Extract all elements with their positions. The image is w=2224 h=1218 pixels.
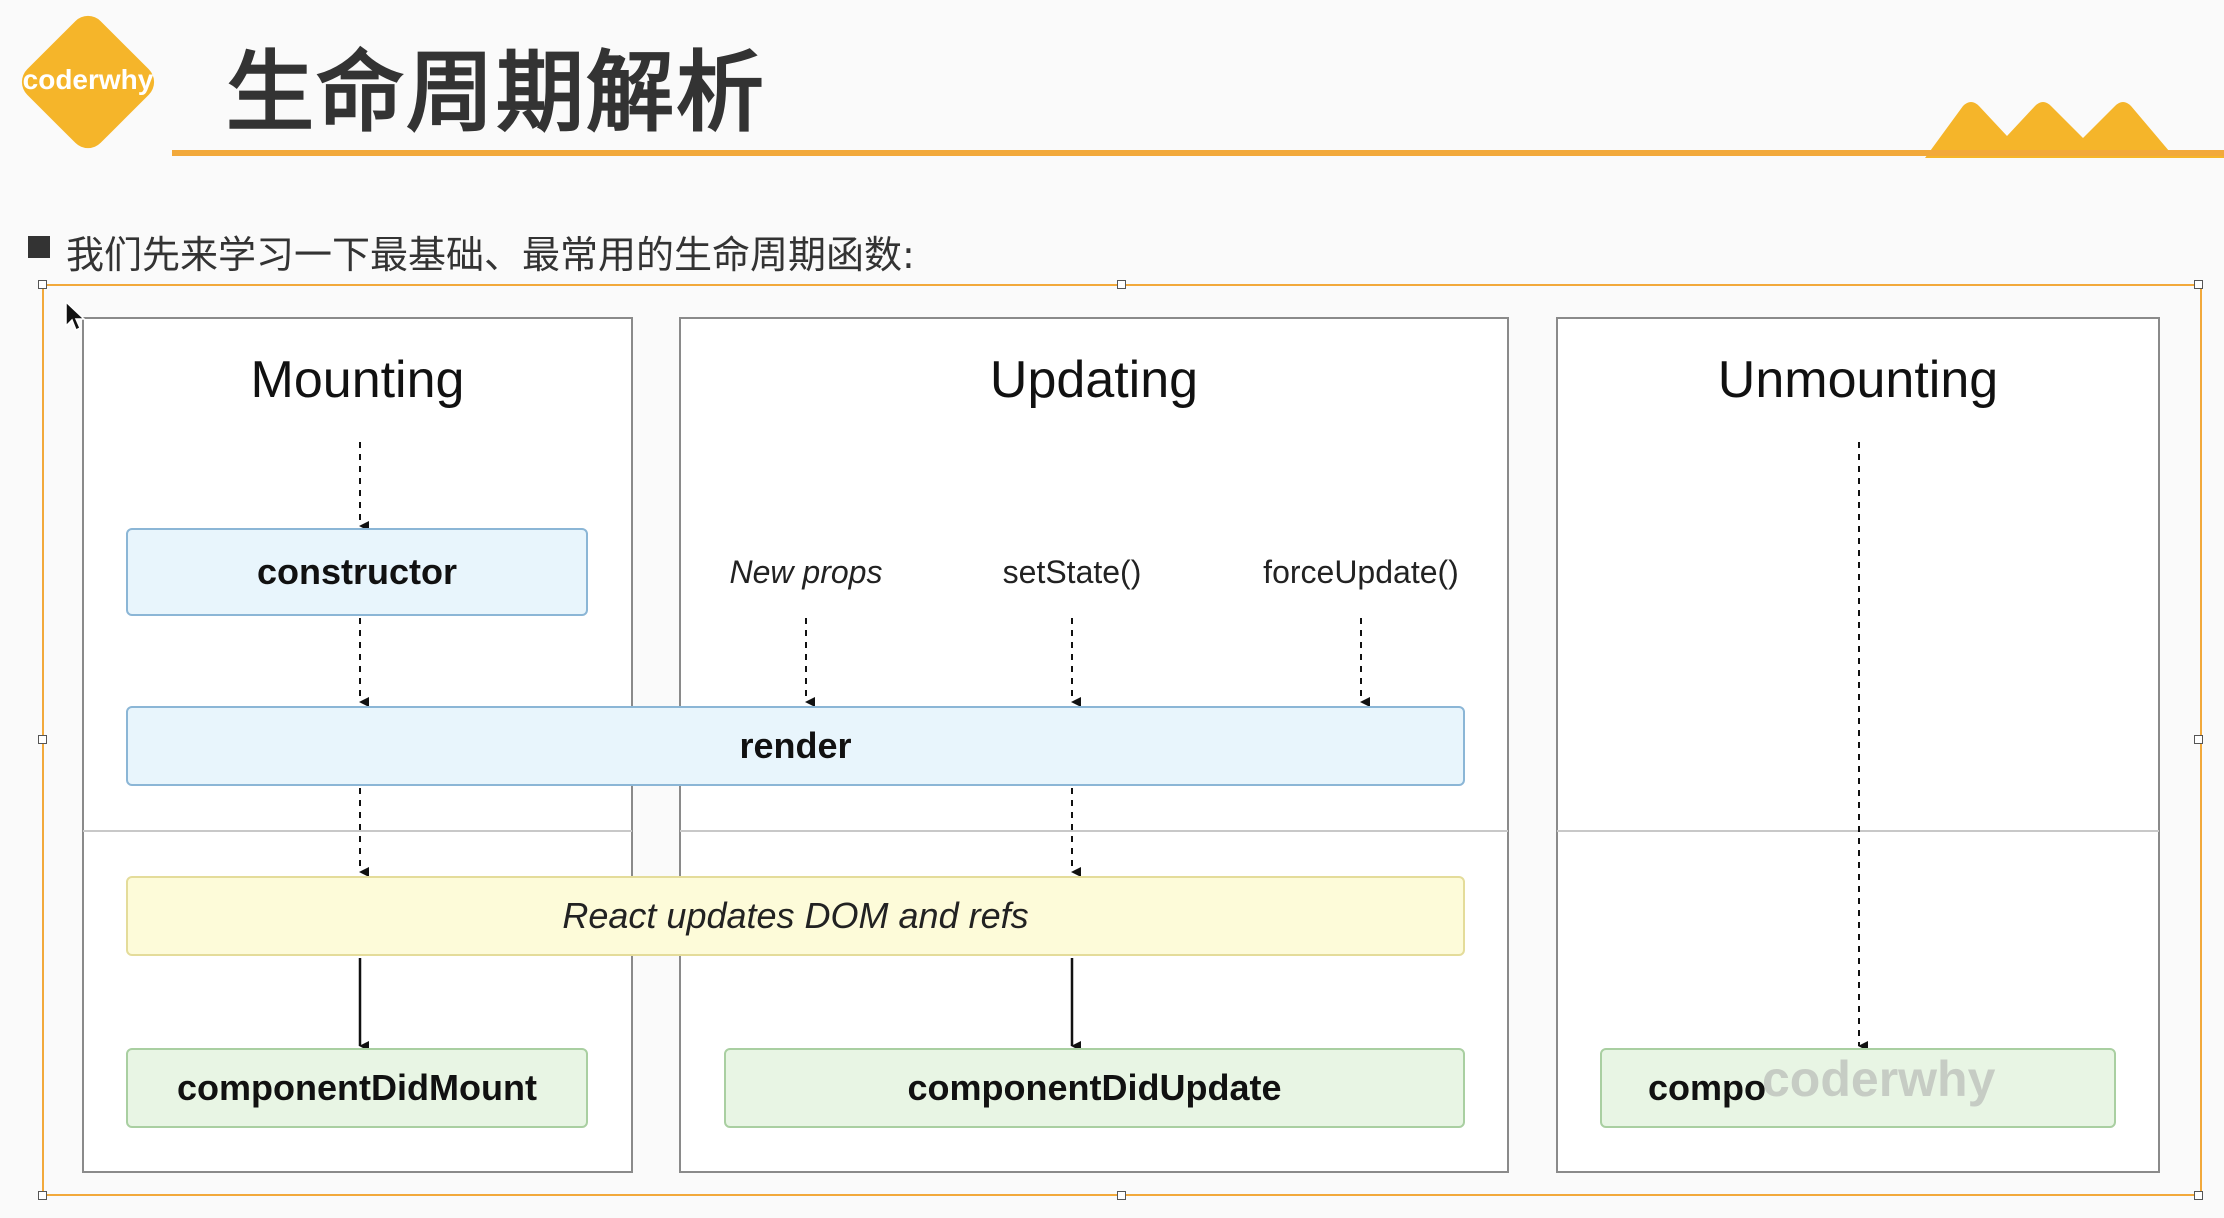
resize-handle-bottom-right[interactable] xyxy=(2194,1191,2203,1200)
react-updates-label: React updates DOM and refs xyxy=(562,895,1029,936)
coderwhy-logo: coderwhy xyxy=(14,8,162,156)
component-did-mount-box: componentDidMount xyxy=(126,1048,588,1128)
title-underline xyxy=(172,150,2224,156)
updating-title: Updating xyxy=(989,351,1199,409)
watermark-logo: coderwhy xyxy=(1762,1051,1996,1107)
component-did-mount-label: componentDidMount xyxy=(177,1067,537,1108)
constructor-label: constructor xyxy=(256,551,458,592)
trigger-new-props: New props xyxy=(729,554,883,590)
trigger-forceupdate: forceUpdate() xyxy=(1263,554,1459,590)
resize-handle-middle-left[interactable] xyxy=(38,735,47,744)
component-will-unmount-box: compo xyxy=(1600,1048,2116,1128)
mouse-cursor-icon xyxy=(65,300,86,332)
render-box: render xyxy=(126,706,1465,786)
resize-handle-bottom-center[interactable] xyxy=(1117,1191,1126,1200)
page-title: 生命周期解析 xyxy=(226,41,767,144)
component-will-unmount-label: compo xyxy=(1648,1067,1767,1108)
bullet-icon xyxy=(28,236,50,258)
component-did-update-box: componentDidUpdate xyxy=(724,1048,1465,1128)
render-label: render xyxy=(739,725,852,766)
mounting-title: Mounting xyxy=(250,351,465,409)
resize-handle-top-right[interactable] xyxy=(2194,280,2203,289)
bullet-text: 我们先来学习一下最基础、最常用的生命周期函数: xyxy=(66,233,915,277)
resize-handle-top-left[interactable] xyxy=(38,280,47,289)
react-updates-box: React updates DOM and refs xyxy=(126,876,1465,956)
constructor-box: constructor xyxy=(126,528,588,616)
resize-handle-middle-right[interactable] xyxy=(2194,735,2203,744)
component-did-update-label: componentDidUpdate xyxy=(907,1067,1282,1108)
resize-handle-top-center[interactable] xyxy=(1117,280,1126,289)
resize-handle-bottom-left[interactable] xyxy=(38,1191,47,1200)
trigger-setstate: setState() xyxy=(1002,554,1142,590)
unmounting-title: Unmounting xyxy=(1717,351,1999,409)
logo-text: coderwhy xyxy=(22,64,154,95)
